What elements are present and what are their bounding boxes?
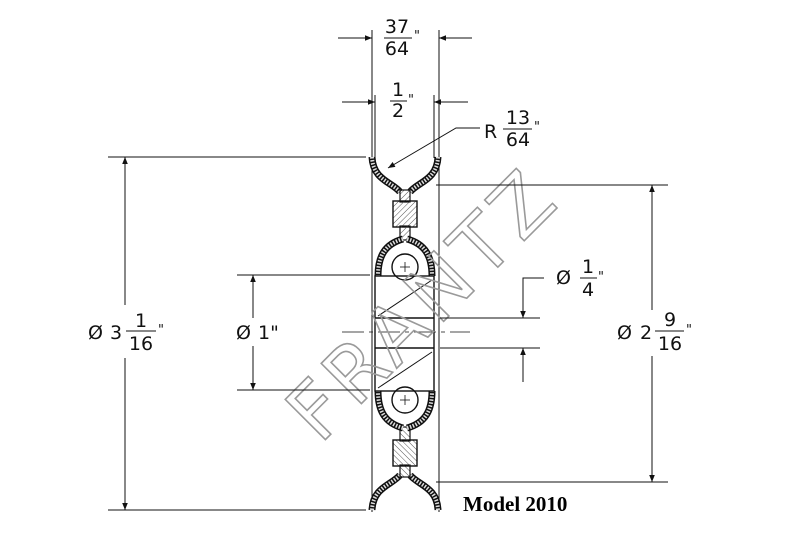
watermark: FRANTZ <box>270 151 577 458</box>
svg-text:Ø: Ø <box>617 322 632 344</box>
svg-text:Ø: Ø <box>236 322 251 344</box>
svg-text:37: 37 <box>385 16 409 38</box>
svg-text:64: 64 <box>506 129 530 151</box>
svg-text:1": 1" <box>258 322 279 344</box>
svg-text:1: 1 <box>582 256 594 278</box>
pulley-section <box>342 30 470 512</box>
svg-text:13: 13 <box>506 107 530 129</box>
svg-text:2: 2 <box>640 322 652 344</box>
svg-text:Ø: Ø <box>556 267 571 289</box>
svg-text:9: 9 <box>664 309 676 331</box>
svg-text:2: 2 <box>392 100 404 122</box>
svg-text:": " <box>534 120 540 135</box>
dim-groove-width: 1 2 " <box>342 79 468 122</box>
model-label: Model 2010 <box>463 492 567 516</box>
svg-text:16: 16 <box>129 333 153 355</box>
svg-text:3: 3 <box>110 322 122 344</box>
dim-groove-radius: R 13 64 " <box>387 107 540 169</box>
svg-text:16: 16 <box>658 333 682 355</box>
svg-text:1: 1 <box>392 79 404 101</box>
svg-text:Ø: Ø <box>88 322 103 344</box>
svg-text:": " <box>408 93 414 108</box>
dim-bore-diameter: Ø 1 4 " <box>440 256 604 382</box>
svg-text:64: 64 <box>385 38 409 60</box>
svg-text:R: R <box>484 121 497 143</box>
dim-bearing-diameter: Ø 1" <box>236 274 370 391</box>
svg-text:": " <box>598 270 604 285</box>
svg-text:": " <box>158 323 164 338</box>
dim-overall-width: 37 64 " <box>338 16 472 60</box>
dim-outer-diameter: Ø 3 1 16 " <box>88 156 366 511</box>
svg-text:": " <box>686 323 692 338</box>
svg-text:1: 1 <box>135 310 147 332</box>
svg-text:4: 4 <box>582 279 594 301</box>
svg-text:": " <box>414 29 420 44</box>
dim-tread-diameter: Ø 2 9 16 " <box>436 184 692 483</box>
